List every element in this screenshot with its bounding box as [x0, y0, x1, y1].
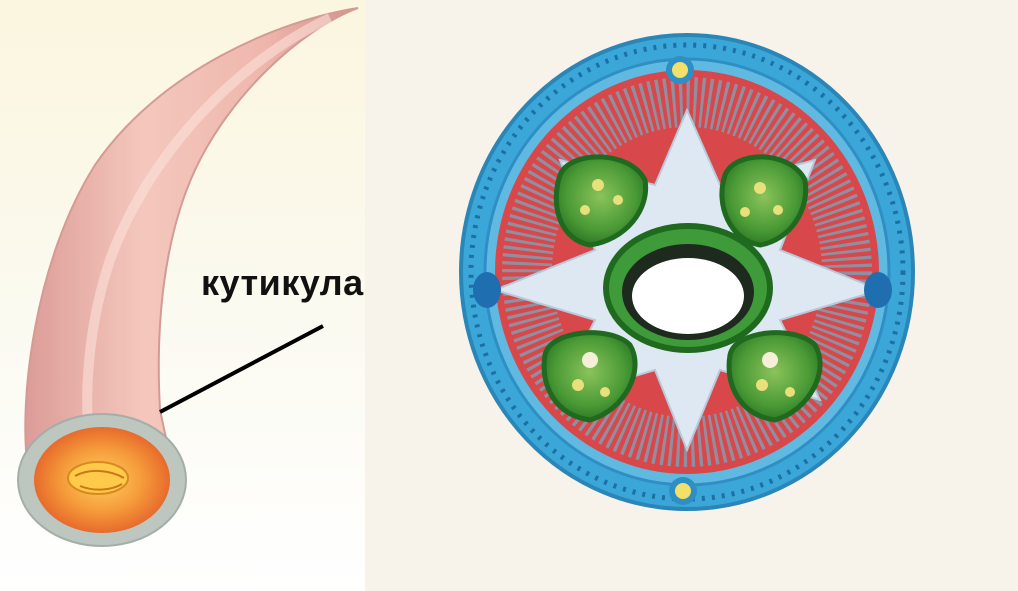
ventral-nerve-core	[675, 483, 691, 499]
left-lateral-cord	[473, 272, 501, 308]
intestine-lumen	[632, 258, 744, 334]
dorsal-nerve-core	[672, 62, 688, 78]
cuticle-label: кутикула	[201, 262, 364, 304]
label-pointer-line	[160, 326, 323, 412]
right-lateral-cord	[864, 272, 892, 308]
cross-section-illustration	[461, 35, 913, 509]
